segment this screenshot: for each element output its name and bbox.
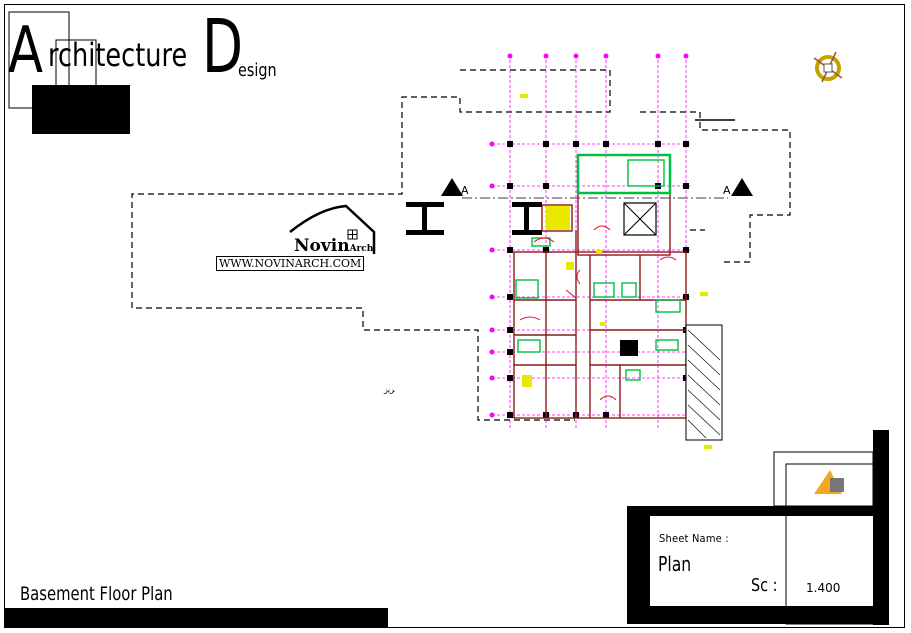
watermark-brand: NovinArch: [294, 236, 373, 256]
structural-grid: [492, 55, 690, 430]
drawing-title: Basement Floor Plan: [20, 583, 173, 605]
sheet-name-value: Plan: [658, 552, 692, 576]
section-beam-right: [512, 202, 542, 235]
section-marker-left-triangle: [441, 178, 463, 196]
section-beam-left: [406, 202, 444, 235]
furniture: [515, 153, 681, 381]
watermark-brand-name: Novin: [294, 236, 350, 256]
elevator-box: [623, 202, 657, 236]
drawing-note: ﺮﻳﺯ: [384, 385, 395, 394]
stair-block: [620, 340, 638, 356]
logo-esign: esign: [238, 60, 277, 81]
site-outline: [131, 69, 791, 421]
novin-house-icon: [289, 204, 376, 254]
watermark-brand-suffix: Arch: [349, 244, 374, 254]
section-label-left: A: [461, 184, 469, 197]
scale-label: Sc :: [751, 575, 778, 596]
title-block-logo-square: [830, 478, 844, 492]
bottom-title-bar: [4, 608, 388, 628]
drawing-frame: [4, 4, 905, 628]
section-label-right: A: [723, 184, 731, 197]
scale-value: 1.400: [806, 581, 841, 595]
section-marker-right-triangle: [731, 178, 753, 196]
title-block: [627, 430, 889, 625]
watermark-url: WWW.NOVINARCH.COM: [216, 256, 365, 271]
ramp-hatch-lines: [687, 329, 721, 439]
building-walls: [513, 154, 687, 419]
sheet-name-label: Sheet Name :: [659, 532, 729, 545]
yellow-marks: [520, 94, 712, 449]
grid-bubbles: [489, 53, 689, 418]
red-details: [519, 225, 677, 401]
logo-letter-a: A: [8, 14, 44, 88]
logo-letter-d: D: [202, 4, 244, 90]
ramp-hatch: [685, 324, 723, 441]
logo-rchitecture: rchitecture: [48, 36, 188, 74]
north-compass: [813, 51, 843, 83]
